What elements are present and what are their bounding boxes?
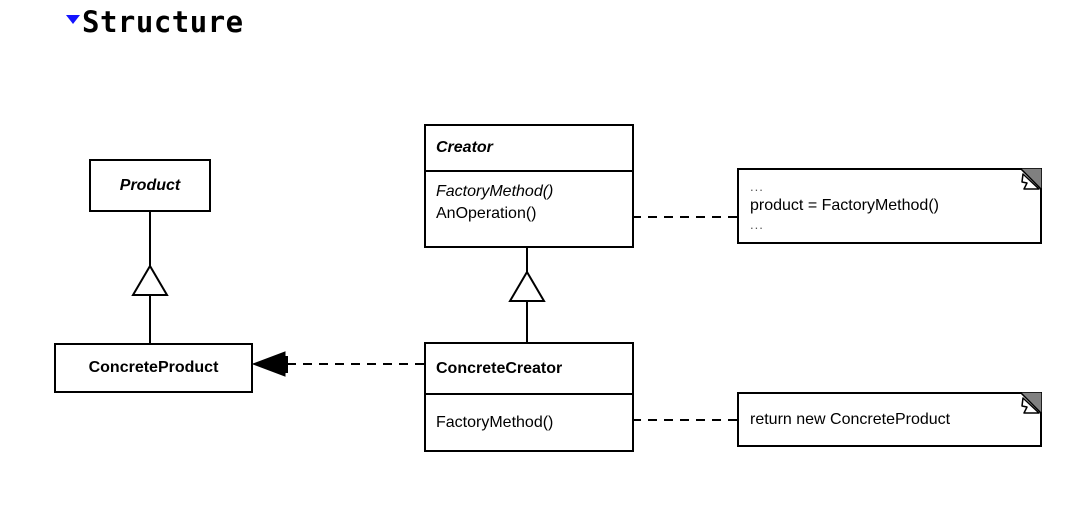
dependency-concretecreator-to-concreteproduct (251, 351, 424, 377)
class-operations-compartment: FactoryMethod() (426, 395, 632, 450)
generalization-triangle-icon (508, 270, 546, 302)
generalization-concretecreator-to-creator (508, 248, 546, 342)
section-heading: Structure (66, 8, 244, 37)
note-line-ellipsis-top: ... (750, 178, 764, 194)
class-name-label: ConcreteProduct (88, 359, 219, 376)
class-name-compartment: Creator (426, 126, 632, 172)
page-title: Structure (82, 5, 244, 39)
generalization-concreteproduct-to-product (131, 212, 169, 343)
uml-note-creator[interactable]: ... product = FactoryMethod() ... (737, 168, 1042, 244)
triangle-down-icon[interactable] (66, 15, 80, 24)
class-name-compartment: ConcreteProduct (56, 345, 251, 391)
class-name-compartment: Product (91, 161, 209, 210)
generalization-triangle-icon (131, 264, 169, 296)
note-line-ellipsis-bottom: ... (750, 217, 764, 232)
note-line-code: product = FactoryMethod() (750, 197, 939, 214)
uml-class-creator[interactable]: Creator FactoryMethod() AnOperation() (424, 124, 634, 248)
class-name-label: Product (119, 176, 181, 194)
dependency-arrowhead-icon (251, 351, 286, 377)
class-name-label: ConcreteCreator (436, 359, 563, 377)
operation-anoperation[interactable]: AnOperation() (436, 204, 537, 222)
class-name-compartment: ConcreteCreator (426, 344, 632, 395)
operation-factorymethod[interactable]: FactoryMethod() (436, 413, 554, 431)
class-name-label: Creator (436, 139, 493, 156)
uml-class-concreteproduct[interactable]: ConcreteProduct (54, 343, 253, 393)
uml-class-product[interactable]: Product (89, 159, 211, 212)
uml-class-concretecreator[interactable]: ConcreteCreator FactoryMethod() (424, 342, 634, 452)
note-line-code: return new ConcreteProduct (750, 410, 951, 428)
operation-factorymethod[interactable]: FactoryMethod() (436, 183, 554, 200)
class-operations-compartment: FactoryMethod() AnOperation() (426, 172, 632, 246)
uml-note-concretecreator[interactable]: return new ConcreteProduct (737, 392, 1042, 447)
dependency-arrow-tail (281, 356, 288, 373)
